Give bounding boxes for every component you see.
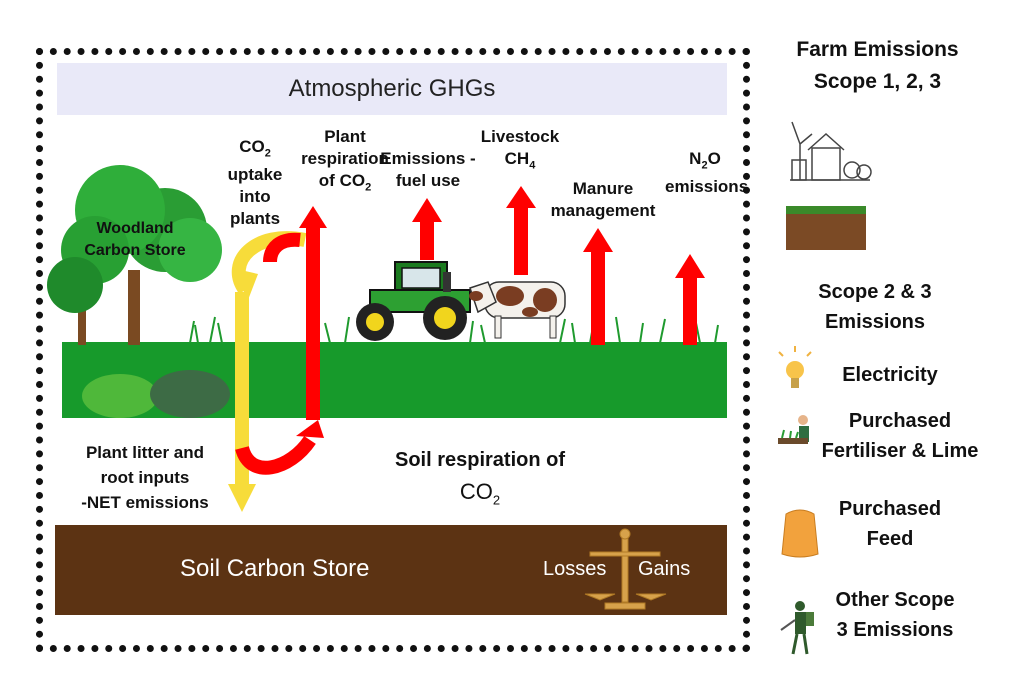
farm-boundary-frame bbox=[36, 48, 750, 652]
cow-icon bbox=[469, 281, 566, 339]
fuel-use-emissions-label: Emissions - fuel use bbox=[380, 149, 476, 190]
n2o-emissions-label: N2O emissions bbox=[665, 149, 749, 197]
fuel-emissions-arrow-icon bbox=[412, 198, 442, 260]
atmosphere-band bbox=[57, 63, 727, 115]
n2o-emissions-arrow-icon bbox=[675, 254, 705, 345]
farm-buildings-icon bbox=[790, 121, 872, 181]
soil-band bbox=[55, 525, 727, 615]
lightbulb-icon bbox=[778, 346, 812, 388]
electricity-label: Electricity bbox=[842, 364, 938, 386]
sprayer-person-icon bbox=[780, 601, 814, 655]
woodland-trees-icon bbox=[47, 165, 222, 345]
purchased-feed-label: Purchased Feed bbox=[838, 498, 942, 550]
soil-carbon-store-label: Soil Carbon Store bbox=[180, 555, 370, 582]
plant-respiration-label: Plant respiration of CO2 bbox=[301, 127, 389, 194]
feed-sack-icon bbox=[781, 509, 819, 558]
farmer-fertiliser-icon bbox=[778, 415, 809, 444]
co2-uptake-label: CO2 uptake into plants bbox=[227, 137, 283, 229]
respiration-loop-arrow-icon bbox=[235, 206, 327, 475]
scope-2-3-heading: Scope 2 & 3 Emissions bbox=[818, 281, 932, 333]
livestock-ch4-label: Livestock CH4 bbox=[480, 127, 560, 172]
soil-block-icon bbox=[786, 206, 866, 250]
bushes-icon bbox=[82, 370, 230, 418]
manure-management-label: Manure management bbox=[550, 179, 656, 220]
soil-respiration-label: Soil respiration of CO2 bbox=[394, 449, 566, 508]
woodland-carbon-store-label: Woodland Carbon Store bbox=[84, 220, 186, 259]
gains-label: Gains bbox=[638, 558, 691, 580]
manure-emissions-arrow-icon bbox=[583, 228, 613, 345]
fertiliser-lime-label: Purchased Fertiliser & Lime bbox=[821, 410, 979, 462]
atmosphere-label: Atmospheric GHGs bbox=[288, 75, 496, 102]
losses-label: Losses bbox=[543, 558, 607, 580]
methane-emissions-arrow-icon bbox=[506, 186, 536, 275]
balance-scale-icon bbox=[584, 528, 667, 610]
tractor-icon bbox=[356, 261, 471, 341]
sidebar-title: Farm Emissions Scope 1, 2, 3 bbox=[796, 38, 959, 93]
other-scope-3-label: Other Scope 3 Emissions bbox=[835, 589, 955, 641]
plant-litter-label: Plant litter and root inputs -NET emissi… bbox=[81, 443, 209, 512]
